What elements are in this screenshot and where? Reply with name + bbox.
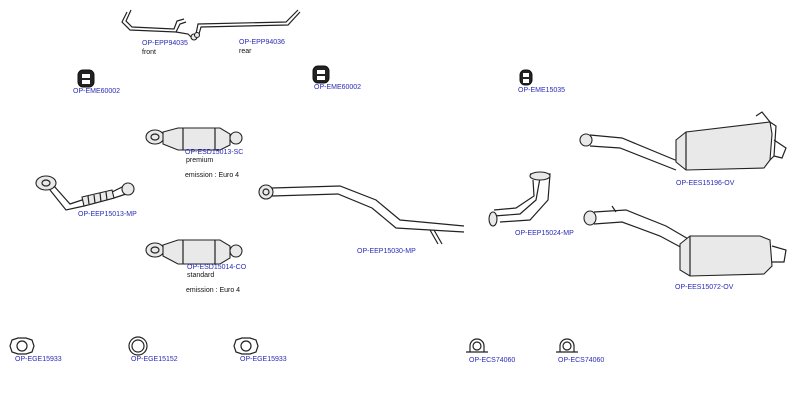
label-mount-2[interactable]: OP-EME60002 (314, 84, 362, 91)
intermediate-pipe-drawing[interactable] (258, 184, 465, 245)
note-lambda-front: front (142, 49, 157, 56)
rear-silencer-lower-drawing[interactable] (583, 205, 787, 277)
label-mount-3[interactable]: OP-EME15035 (518, 87, 566, 94)
label-mount-1[interactable]: OP-EME60002 (73, 88, 121, 95)
catalytic-converter-premium-drawing[interactable] (145, 127, 243, 151)
label-catalyst-premium[interactable]: OP-ESD15013-SC (185, 149, 244, 156)
rubber-mount-drawing-2[interactable] (312, 65, 330, 84)
label-lambda-front[interactable]: OP-EPP94035 (142, 40, 188, 47)
label-front-pipe[interactable]: OP-EEP15013-MP (78, 211, 137, 218)
label-clamp-2[interactable]: OP-ECS74060 (558, 357, 605, 364)
label-connecting-pipe[interactable]: OP-EEP15024-MP (515, 230, 574, 237)
front-pipe-drawing[interactable] (35, 175, 135, 211)
note-lambda-rear: rear (239, 48, 252, 55)
connecting-pipe-drawing[interactable] (488, 171, 551, 227)
rear-silencer-upper-drawing[interactable] (579, 111, 787, 171)
label-silencer-lower[interactable]: OP-EES15072-OV (675, 284, 734, 291)
label-catalyst-standard[interactable]: OP-ESD15014-CO (187, 264, 247, 271)
catalytic-converter-standard-drawing[interactable] (145, 239, 243, 265)
label-intermediate-pipe[interactable]: OP-EEP15030-MP (357, 248, 416, 255)
label-gasket-1[interactable]: OP-EGE15933 (15, 356, 62, 363)
note-catalyst-premium: premium (186, 157, 214, 164)
label-clamp-1[interactable]: OP-ECS74060 (469, 357, 516, 364)
rubber-mount-drawing-1[interactable] (77, 69, 95, 88)
clamp-drawing-2[interactable] (556, 338, 578, 353)
note-catalyst-standard: standard (187, 272, 215, 279)
emission-catalyst-premium: emission : Euro 4 (185, 172, 240, 179)
rubber-mount-drawing-3[interactable] (519, 69, 533, 86)
label-lambda-rear[interactable]: OP-EPP94036 (239, 39, 285, 46)
clamp-drawing-1[interactable] (466, 338, 488, 353)
label-silencer-upper[interactable]: OP-EES15196-OV (676, 180, 735, 187)
label-gasket-3[interactable]: OP-EGE15933 (240, 356, 287, 363)
gasket-drawing-2[interactable] (128, 336, 148, 356)
label-gasket-2[interactable]: OP-EGE15152 (131, 356, 178, 363)
emission-catalyst-standard: emission : Euro 4 (186, 287, 241, 294)
gasket-drawing-1[interactable] (9, 337, 35, 355)
lambda-sensor-rear-drawing[interactable] (193, 9, 301, 39)
lambda-sensor-front-drawing[interactable] (121, 9, 198, 41)
gasket-drawing-3[interactable] (233, 337, 259, 355)
